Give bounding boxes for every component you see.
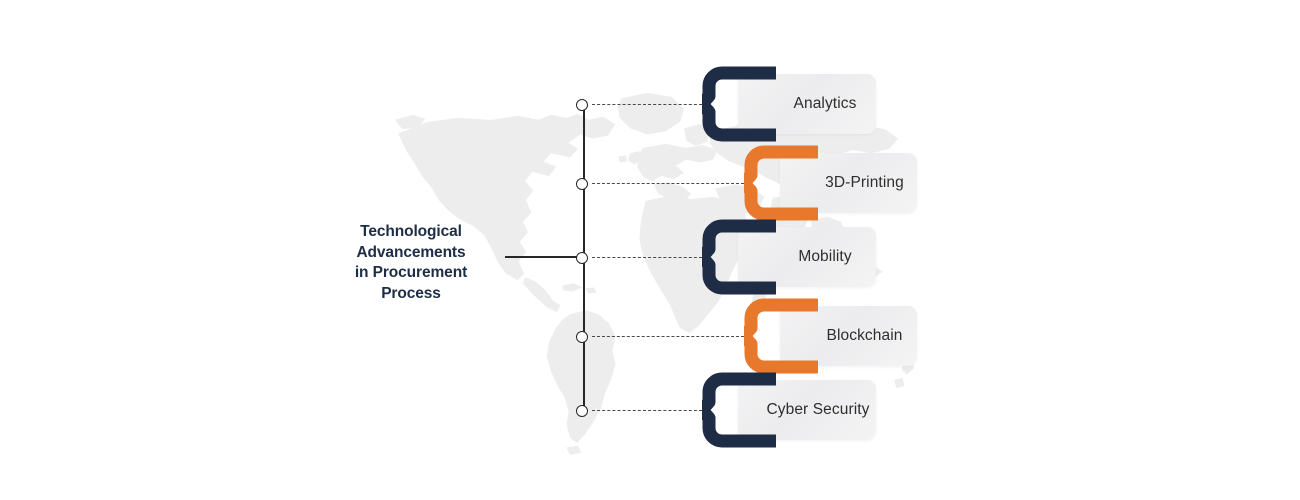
branch-label-analytics: Analytics: [793, 95, 857, 112]
node-dot-analytics: [576, 99, 588, 111]
branch-card-3d-printing: 3D-Printing: [780, 153, 917, 213]
center-title-line-1: Technological: [360, 223, 462, 240]
branch-item-3d-printing[interactable]: 3D-Printing: [744, 145, 917, 221]
branch-card-cyber-security: Cyber Security: [738, 380, 876, 440]
branch-label-blockchain: Blockchain: [826, 327, 903, 344]
node-dot-mobility: [576, 252, 588, 264]
dashed-connector-mobility: [592, 257, 702, 258]
center-title-line-4: Process: [381, 284, 441, 302]
dashed-connector-blockchain: [592, 336, 744, 337]
dashed-connector-cyber-security: [592, 410, 702, 411]
branch-bracket-analytics: [702, 66, 776, 142]
trunk-connector-line: [505, 256, 584, 258]
branch-label-cyber-security: Cyber Security: [766, 401, 870, 418]
node-dot-blockchain: [576, 331, 588, 343]
branch-item-blockchain[interactable]: Blockchain: [744, 298, 917, 374]
branch-card-blockchain: Blockchain: [780, 306, 917, 366]
branch-card-analytics: Analytics: [738, 74, 876, 134]
branch-label-3d-printing: 3D-Printing: [825, 174, 904, 191]
branch-item-mobility[interactable]: Mobility: [702, 219, 876, 295]
dashed-connector-3d-printing: [592, 183, 744, 184]
dashed-connector-analytics: [592, 104, 702, 105]
center-title-line-3: in Procurement: [354, 264, 468, 282]
branch-bracket-3d-printing: [744, 145, 818, 221]
branch-item-cyber-security[interactable]: Cyber Security: [702, 372, 876, 448]
branch-card-mobility: Mobility: [738, 227, 876, 287]
branch-bracket-cyber-security: [702, 372, 776, 448]
branch-label-mobility: Mobility: [798, 248, 852, 265]
center-title: Technological Advancements in Procuremen…: [326, 222, 496, 304]
node-dot-3d-printing: [576, 178, 588, 190]
center-title-line-2: Advancements: [356, 243, 466, 261]
branch-bracket-blockchain: [744, 298, 818, 374]
branch-item-analytics[interactable]: Analytics: [702, 66, 876, 142]
branch-bracket-mobility: [702, 219, 776, 295]
node-dot-cyber-security: [576, 405, 588, 417]
